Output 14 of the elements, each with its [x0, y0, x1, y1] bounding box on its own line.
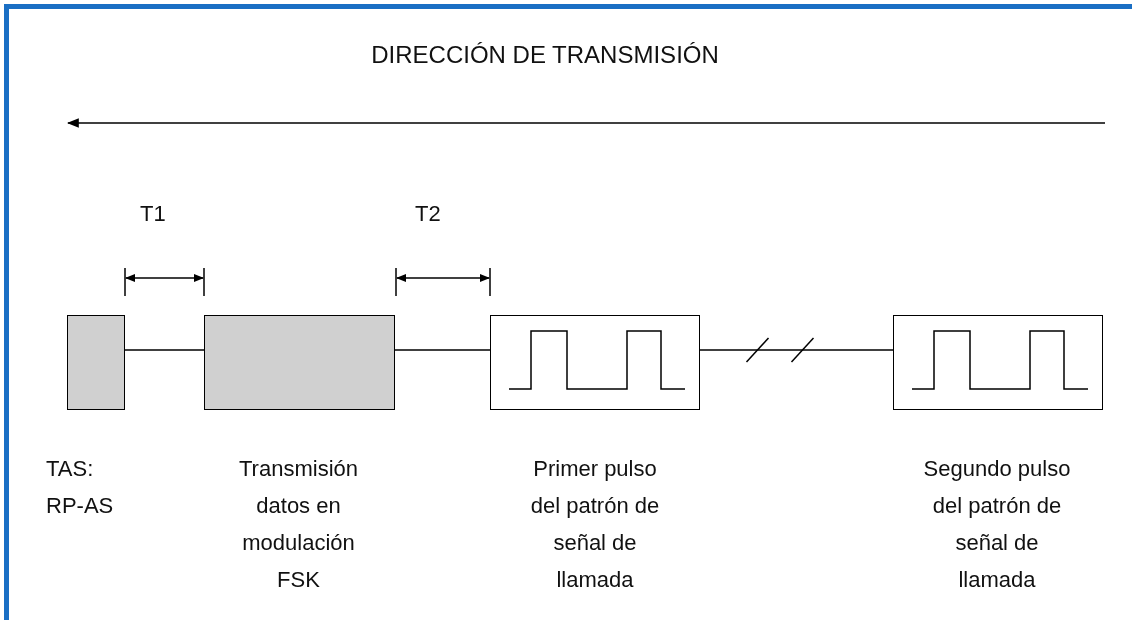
signal-block: [204, 315, 395, 410]
time-label: T2: [415, 200, 441, 228]
pulse-box: [893, 315, 1103, 410]
time-label: T1: [140, 200, 166, 228]
broken-connector-line: [699, 349, 894, 351]
pulse-box: [490, 315, 700, 410]
signal-caption: Primer pulso del patrón de señal de llamada: [529, 455, 661, 594]
title: DIRECCIÓN DE TRANSMISIÓN: [370, 40, 720, 70]
signal-caption: TAS: RP-AS: [46, 455, 115, 520]
signal-caption: Segundo pulso del patrón de señal de llamada: [922, 455, 1072, 594]
signal-block: [67, 315, 125, 410]
signal-caption: Transmisión datos en modulación FSK: [238, 455, 359, 594]
connector-line: [394, 349, 491, 351]
connector-line: [124, 349, 205, 351]
